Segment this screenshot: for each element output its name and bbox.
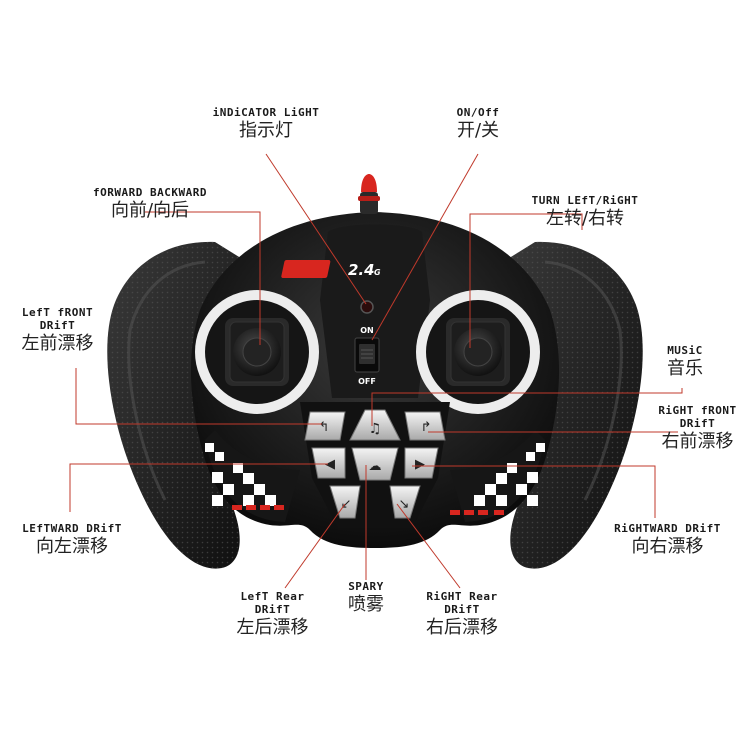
right-rear-drift-button[interactable]: ↘	[389, 485, 421, 519]
logo-main-text: 2.4	[348, 261, 375, 279]
left-rear-drift-button[interactable]: ↙	[329, 485, 361, 519]
arrow-down-left-icon: ↙	[341, 497, 352, 512]
arrow-down-right-icon: ↘	[399, 497, 410, 512]
leftward-drift-button[interactable]: ◀	[311, 447, 346, 479]
label-rightward-drift: RiGHTWARD DRifT 向右漂移	[600, 522, 735, 559]
left-joystick[interactable]	[195, 290, 319, 414]
label-forward-backward-en: fORWARD BACKWARD	[93, 186, 207, 199]
label-right-front-drift-cn: 右前漂移	[661, 431, 734, 452]
label-rightward-drift-cn: 向右漂移	[631, 536, 704, 557]
callout-indicator	[265, 153, 367, 305]
right-checker-flag	[450, 443, 545, 515]
arrow-right-icon-2: ▶	[415, 457, 425, 472]
right-joystick[interactable]	[416, 290, 540, 414]
label-indicator: iNDiCATOR LiGHT 指示灯	[206, 106, 326, 143]
label-music-cn: 音乐	[667, 358, 703, 379]
power-switch[interactable]	[354, 337, 380, 373]
label-spray: SPARY 喷雾	[335, 580, 397, 617]
spray-button[interactable]: ☁	[351, 447, 399, 481]
label-onoff-en: ON/Off	[456, 106, 500, 119]
label-leftward-drift-en: LEfTWARD DRifT	[22, 522, 122, 535]
indicator-light	[360, 300, 374, 314]
left-checker-flag	[205, 443, 284, 510]
switch-off-label: OFF	[358, 377, 376, 386]
callout-music	[371, 388, 683, 426]
rightward-drift-button[interactable]: ▶	[404, 447, 439, 479]
label-music: MUSiC 音乐	[650, 344, 720, 381]
label-turn-en: TURN LEfT/RiGHT	[531, 194, 639, 207]
right-front-drift-button[interactable]: ↱	[404, 411, 446, 441]
callout-left-rear-drift	[284, 503, 346, 589]
label-spray-cn: 喷雾	[348, 594, 384, 615]
label-left-rear-drift-cn: 左后漂移	[236, 617, 309, 638]
music-note-icon: ♫	[369, 421, 382, 437]
label-right-rear-drift: RiGHT Rear DRifT 右后漂移	[412, 590, 512, 640]
label-right-rear-drift-cn: 右后漂移	[426, 617, 498, 638]
label-indicator-cn: 指示灯	[239, 120, 293, 141]
label-indicator-en: iNDiCATOR LiGHT	[212, 106, 320, 119]
label-left-front-drift-en: LefT fRONT DRifT	[21, 306, 94, 332]
label-rightward-drift-en: RiGHTWARD DRifT	[614, 522, 721, 535]
spray-icon: ☁	[369, 459, 382, 474]
arrow-left-icon-2: ◀	[325, 457, 335, 472]
callout-rightward-drift	[412, 465, 656, 518]
label-left-front-drift-cn: 左前漂移	[21, 333, 94, 354]
arrow-left-icon: ↰	[319, 420, 330, 435]
brand-logo: 2.4 G	[281, 260, 381, 279]
label-spray-en: SPARY	[348, 580, 384, 593]
label-onoff: ON/Off 开/关	[438, 106, 518, 143]
callout-lines	[69, 153, 683, 589]
switch-on-label: ON	[360, 326, 374, 335]
label-forward-backward-cn: 向前/向后	[110, 200, 190, 221]
label-forward-backward: fORWARD BACKWARD 向前/向后	[80, 186, 220, 223]
label-turn: TURN LEfT/RiGHT 左转/右转	[520, 194, 650, 231]
label-right-rear-drift-en: RiGHT Rear DRifT	[426, 590, 498, 616]
label-leftward-drift: LEfTWARD DRifT 向左漂移	[12, 522, 132, 559]
center-panel: 2.4 G ON OFF	[281, 224, 430, 398]
label-left-rear-drift-en: LefT Rear DRifT	[240, 590, 305, 616]
label-right-front-drift-en: RiGHT fRONT DRifT	[658, 404, 737, 430]
label-music-en: MUSiC	[667, 344, 703, 357]
arrow-right-icon: ↱	[421, 420, 432, 435]
label-right-front-drift: RiGHT fRONT DRifT 右前漂移	[650, 404, 745, 454]
logo-sub-text: G	[374, 268, 381, 277]
callout-forward-backward	[145, 211, 261, 345]
music-button[interactable]: ♫	[349, 409, 401, 441]
callout-right-rear-drift	[396, 503, 461, 589]
callout-leftward-drift	[69, 463, 328, 512]
label-leftward-drift-cn: 向左漂移	[36, 536, 108, 557]
callout-left-front-drift	[75, 368, 322, 425]
label-turn-cn: 左转/右转	[545, 208, 625, 229]
left-front-drift-button[interactable]: ↰	[304, 411, 346, 441]
label-onoff-cn: 开/关	[456, 120, 500, 141]
label-left-front-drift: LefT fRONT DRifT 左前漂移	[10, 306, 105, 356]
antenna	[358, 174, 380, 214]
callout-onoff	[371, 153, 479, 341]
callout-turn	[469, 213, 583, 348]
label-left-rear-drift: LefT Rear DRifT 左后漂移	[225, 590, 320, 640]
